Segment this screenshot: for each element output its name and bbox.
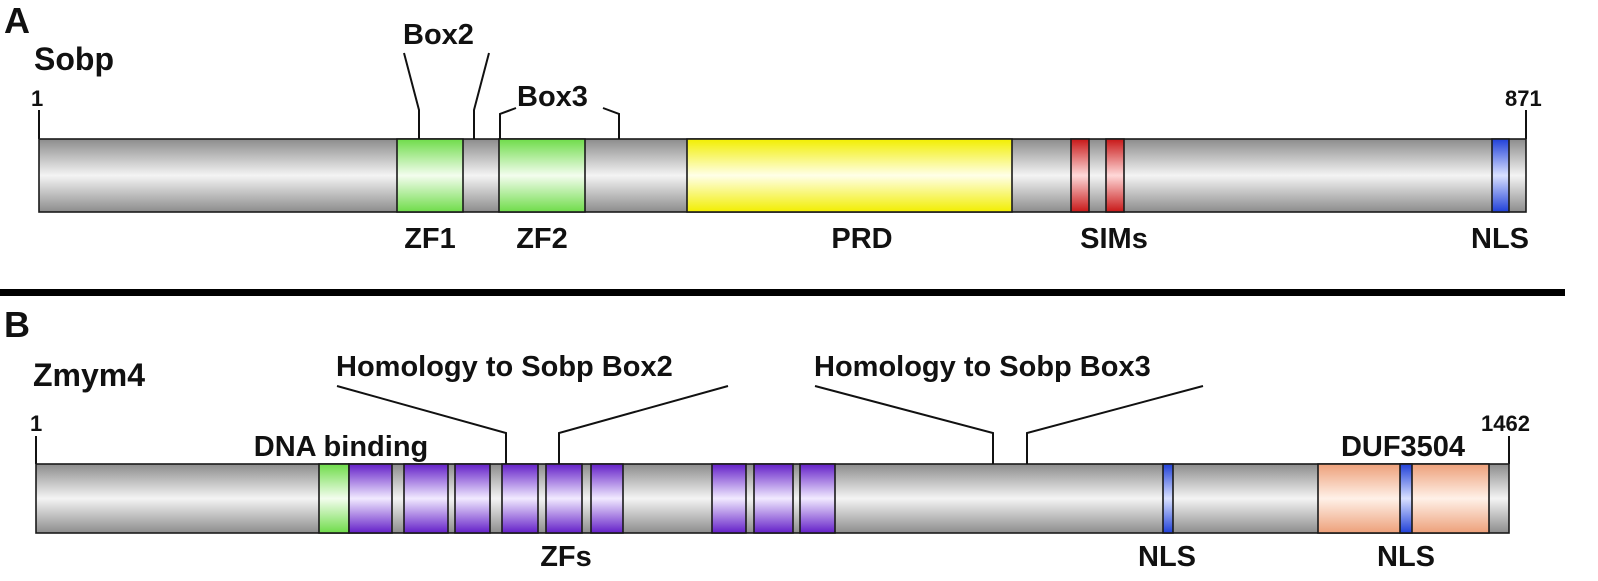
sobp-sim-2: [1105, 138, 1125, 213]
zf-domain-4: [501, 463, 539, 534]
homology-box3-label: Homology to Sobp Box3: [814, 351, 1151, 383]
sobp-zf2-domain: [498, 138, 586, 213]
homology-box2-line-right: [558, 385, 729, 464]
zf2-label: ZF2: [516, 223, 568, 255]
box2-line-right: [473, 52, 490, 139]
homology-box3-line-right: [1026, 385, 1204, 464]
zf-domain-7: [711, 463, 747, 534]
sobp-nls: [1491, 138, 1510, 213]
duf3504-label: DUF3504: [1341, 431, 1465, 463]
zf-domain-2: [403, 463, 449, 534]
homology-box2-line-left: [336, 385, 507, 464]
dna-binding-domain: [318, 463, 350, 534]
panel-b-letter: B: [4, 304, 30, 345]
zmym4-start-number: 1: [30, 411, 42, 436]
homology-box3-line-left: [814, 385, 994, 464]
sobp-zf1-domain: [396, 138, 464, 213]
sims-label: SIMs: [1080, 223, 1148, 255]
panel-a-letter: A: [4, 0, 30, 41]
zf-domain-1: [348, 463, 393, 534]
dna-binding-label: DNA binding: [254, 431, 429, 463]
sobp-end-number: 871: [1505, 86, 1542, 111]
sobp-title: Sobp: [34, 41, 114, 77]
zf-domain-9: [799, 463, 836, 534]
box2-label: Box2: [403, 19, 474, 51]
zf-domain-6: [590, 463, 624, 534]
box2-line-left: [403, 52, 420, 139]
zmym4-nls-2-label: NLS: [1377, 541, 1435, 573]
sobp-nls-label: NLS: [1471, 223, 1529, 255]
zf1-label: ZF1: [404, 223, 456, 255]
zf-domain-8: [753, 463, 794, 534]
box3-bracket-right: [602, 107, 620, 139]
zmym4-title: Zmym4: [33, 357, 145, 393]
sobp-start-number: 1: [31, 86, 43, 111]
zmym4-nls-1: [1162, 463, 1174, 534]
prd-label: PRD: [831, 223, 892, 255]
box3-label: Box3: [517, 81, 588, 113]
zmym4-nls-1-label: NLS: [1138, 541, 1196, 573]
panel-divider: [0, 289, 1565, 296]
sobp-sim-1: [1070, 138, 1090, 213]
zf-domain-3: [454, 463, 491, 534]
zmym4-nls-2: [1399, 463, 1413, 534]
box3-bracket-left: [499, 107, 517, 139]
zmym4-end-number: 1462: [1481, 411, 1530, 436]
zf-domain-5: [545, 463, 583, 534]
zfs-label: ZFs: [540, 541, 592, 573]
sobp-prd-domain: [686, 138, 1013, 213]
homology-box2-label: Homology to Sobp Box2: [336, 351, 673, 383]
